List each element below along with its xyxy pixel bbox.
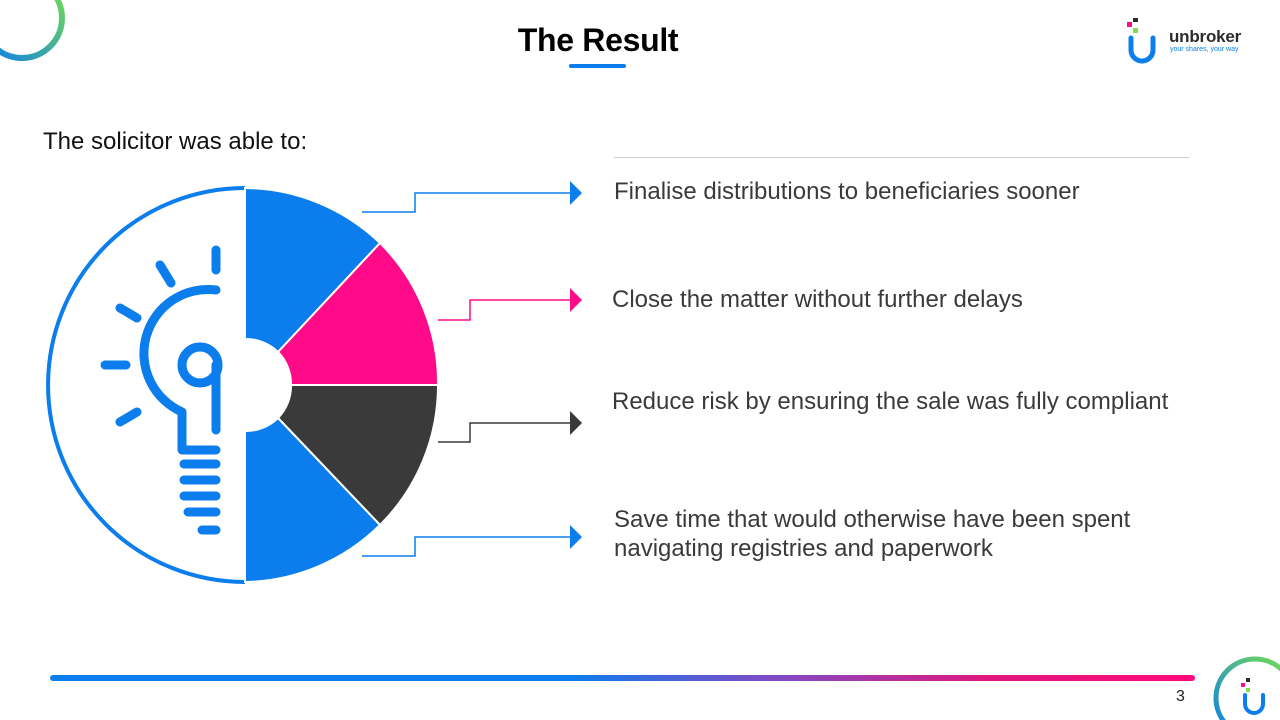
arrowhead-1 bbox=[570, 181, 582, 205]
page-title: The Result bbox=[517, 22, 679, 58]
result-point-2: Close the matter without further delays bbox=[612, 286, 1023, 313]
result-point-1: Finalise distributions to beneficiaries … bbox=[614, 178, 1080, 205]
segment-4 bbox=[244, 416, 382, 584]
outer-arc bbox=[46, 186, 246, 584]
intro-text: The solicitor was able to: bbox=[43, 128, 308, 155]
divider-line bbox=[614, 157, 1189, 158]
logo-wordmark: unbroker bbox=[1169, 27, 1242, 46]
arrowhead-4 bbox=[570, 525, 582, 549]
footer-gradient-bar bbox=[50, 675, 1195, 681]
arrowhead-3 bbox=[570, 411, 582, 435]
connector-3 bbox=[438, 422, 572, 443]
segment-1 bbox=[244, 186, 382, 354]
connector-4 bbox=[362, 536, 572, 557]
segment-3 bbox=[276, 384, 440, 527]
title-underline bbox=[569, 64, 626, 68]
logo-tagline: your shares, your way bbox=[1170, 46, 1239, 53]
lightbulb-icon bbox=[100, 245, 223, 535]
corner-logo-badge bbox=[1213, 656, 1280, 720]
corner-ring-decoration bbox=[0, 0, 65, 61]
lightbulb-segment-diagram bbox=[46, 181, 582, 584]
page-number: 3 bbox=[1176, 688, 1185, 705]
result-point-3: Reduce risk by ensuring the sale was ful… bbox=[612, 388, 1169, 415]
segment-2 bbox=[276, 241, 440, 386]
result-point-4: Save time that would otherwise have been… bbox=[614, 506, 1131, 562]
arrowhead-2 bbox=[570, 288, 582, 312]
connector-2 bbox=[438, 299, 572, 321]
unbroker-logo bbox=[1127, 18, 1156, 64]
connector-1 bbox=[362, 192, 572, 213]
